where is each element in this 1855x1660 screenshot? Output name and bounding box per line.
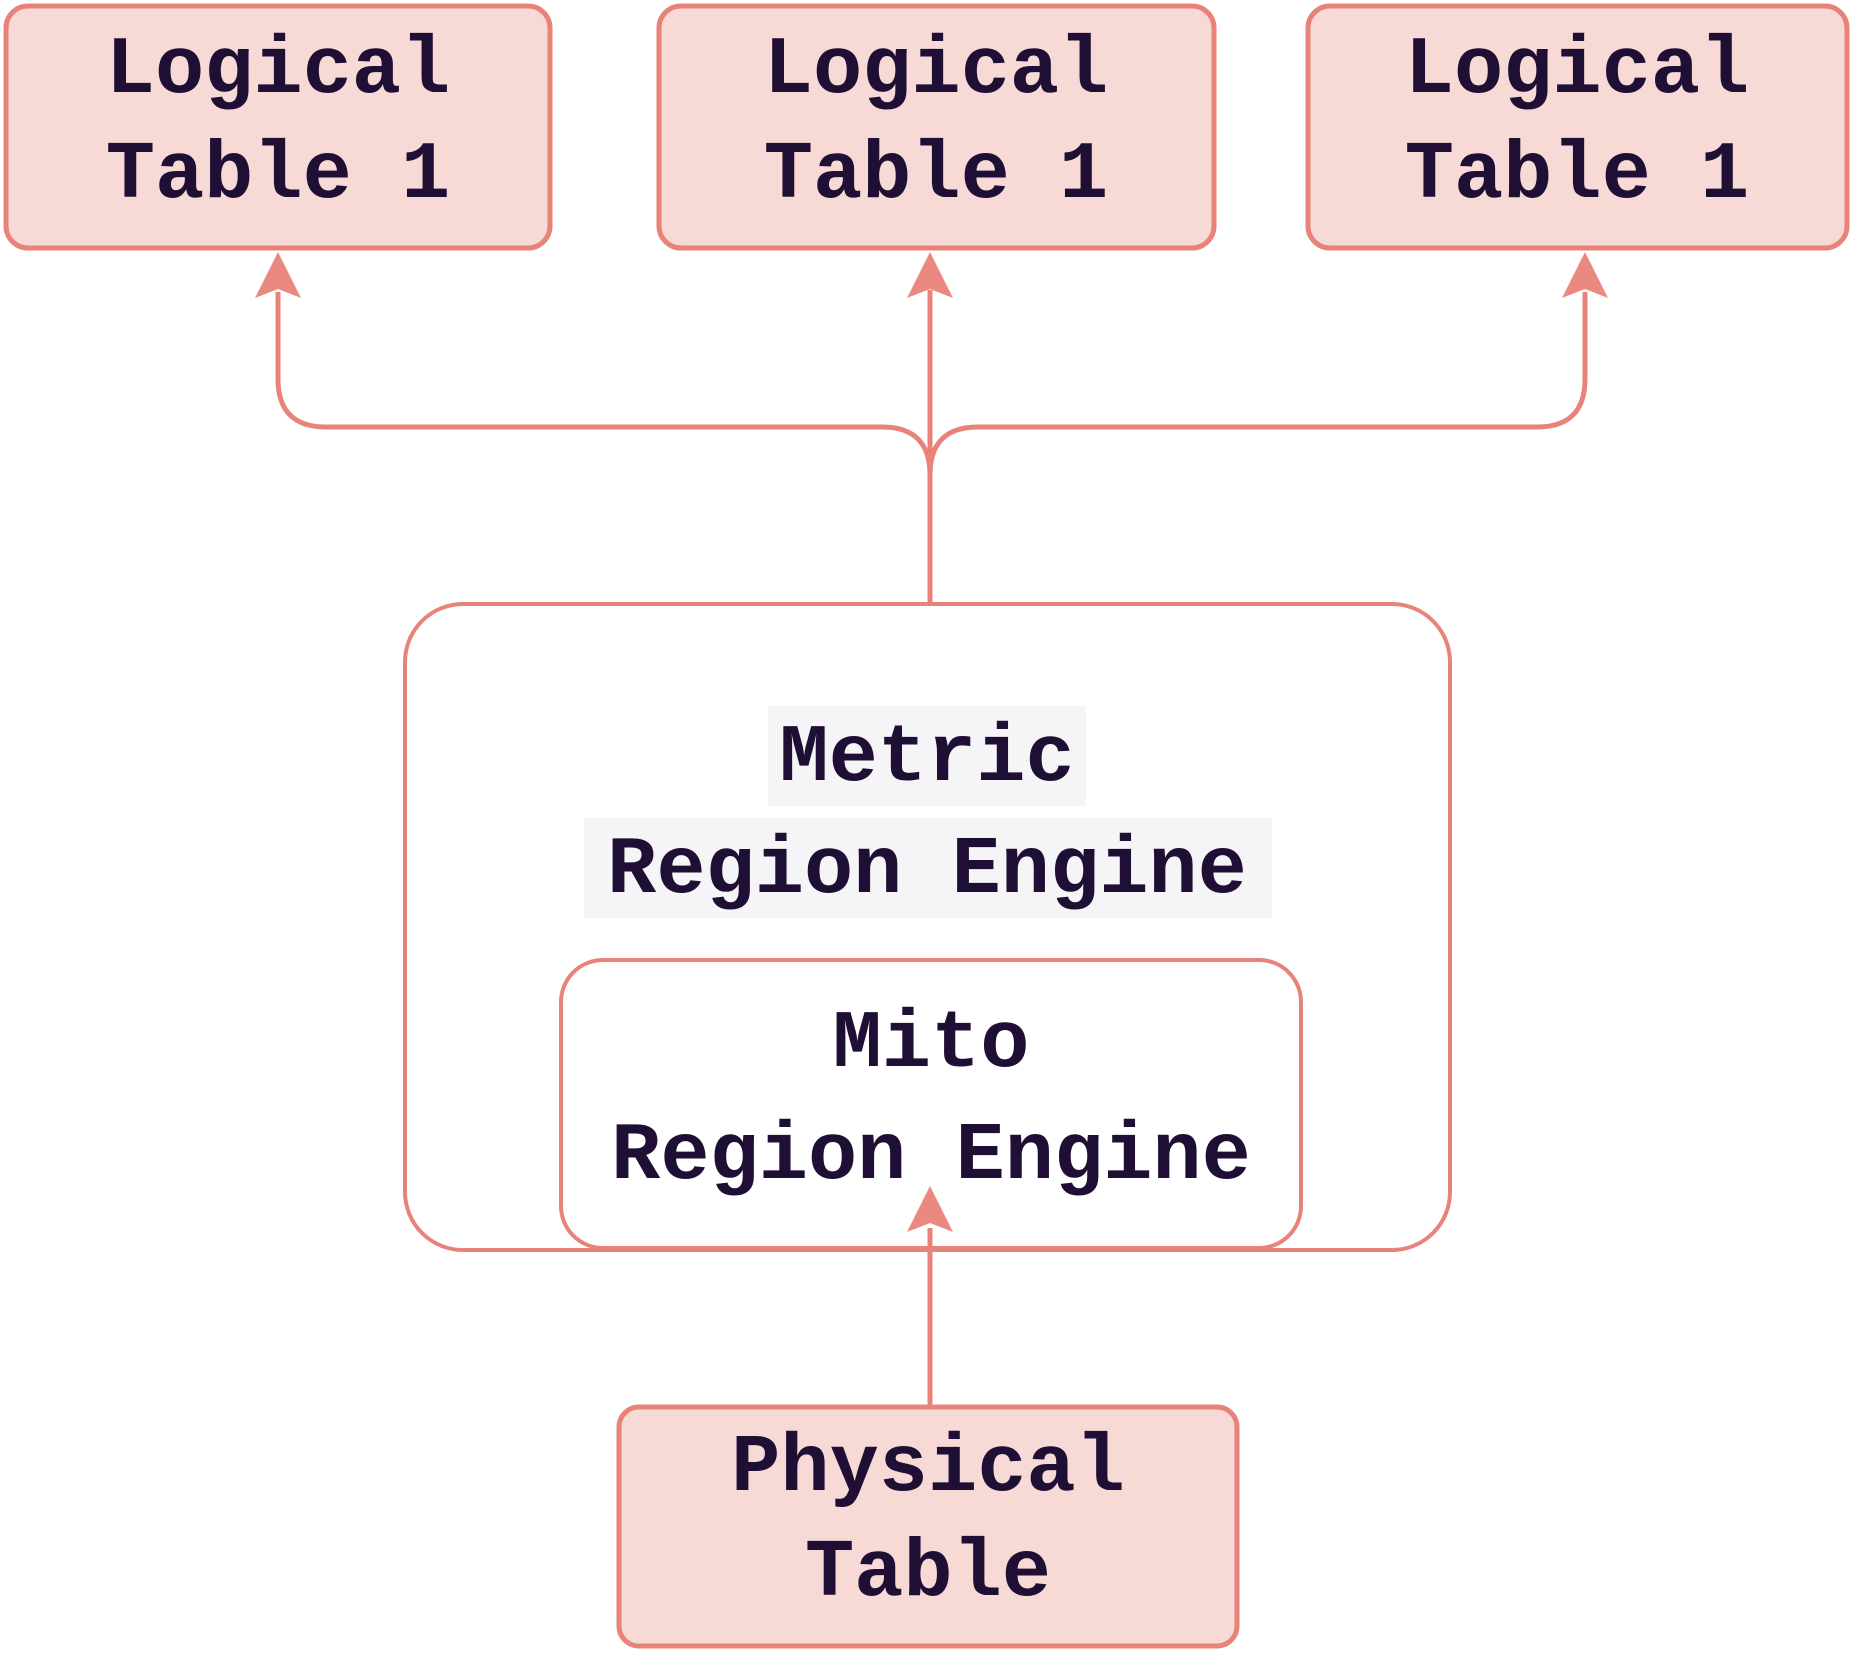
logical-table-left-label-line2: Table 1: [106, 129, 450, 222]
logical-table-middle-label-line1: Logical: [764, 24, 1108, 117]
arrowhead-middle-icon: [907, 252, 953, 298]
metric-label-highlight-line1: [768, 706, 1086, 806]
node-logical-table-right: [1305, 3, 1850, 251]
node-logical-table-left: [3, 3, 553, 251]
physical-table-label-line1: Physical: [731, 1422, 1125, 1515]
mito-region-engine-label-line2: Region Engine: [611, 1110, 1251, 1203]
physical-table-label-line2: Table: [805, 1527, 1051, 1620]
arrowhead-right-icon: [1562, 252, 1608, 298]
metric-region-engine-label-line1: Metric: [779, 712, 1074, 805]
metric-region-engine-label-line2: Region Engine: [607, 824, 1247, 917]
logical-table-middle-label-line2: Table 1: [764, 129, 1108, 222]
metric-label-highlight-line2: [584, 818, 1272, 918]
logical-table-right-label-line2: Table 1: [1405, 129, 1749, 222]
edge-metric-to-left-table: [275, 292, 933, 476]
mito-region-engine-label-line1: Mito: [833, 998, 1030, 1091]
node-logical-table-middle: [656, 3, 1217, 251]
logical-table-right-label-line1: Logical: [1405, 24, 1749, 117]
edge-metric-to-right-table: [927, 292, 1588, 476]
arrowhead-left-icon: [255, 252, 301, 298]
arrowhead-mito-top-icon: [907, 1186, 953, 1232]
node-physical-table: [616, 1404, 1240, 1649]
logical-table-left-label-line1: Logical: [106, 24, 450, 117]
